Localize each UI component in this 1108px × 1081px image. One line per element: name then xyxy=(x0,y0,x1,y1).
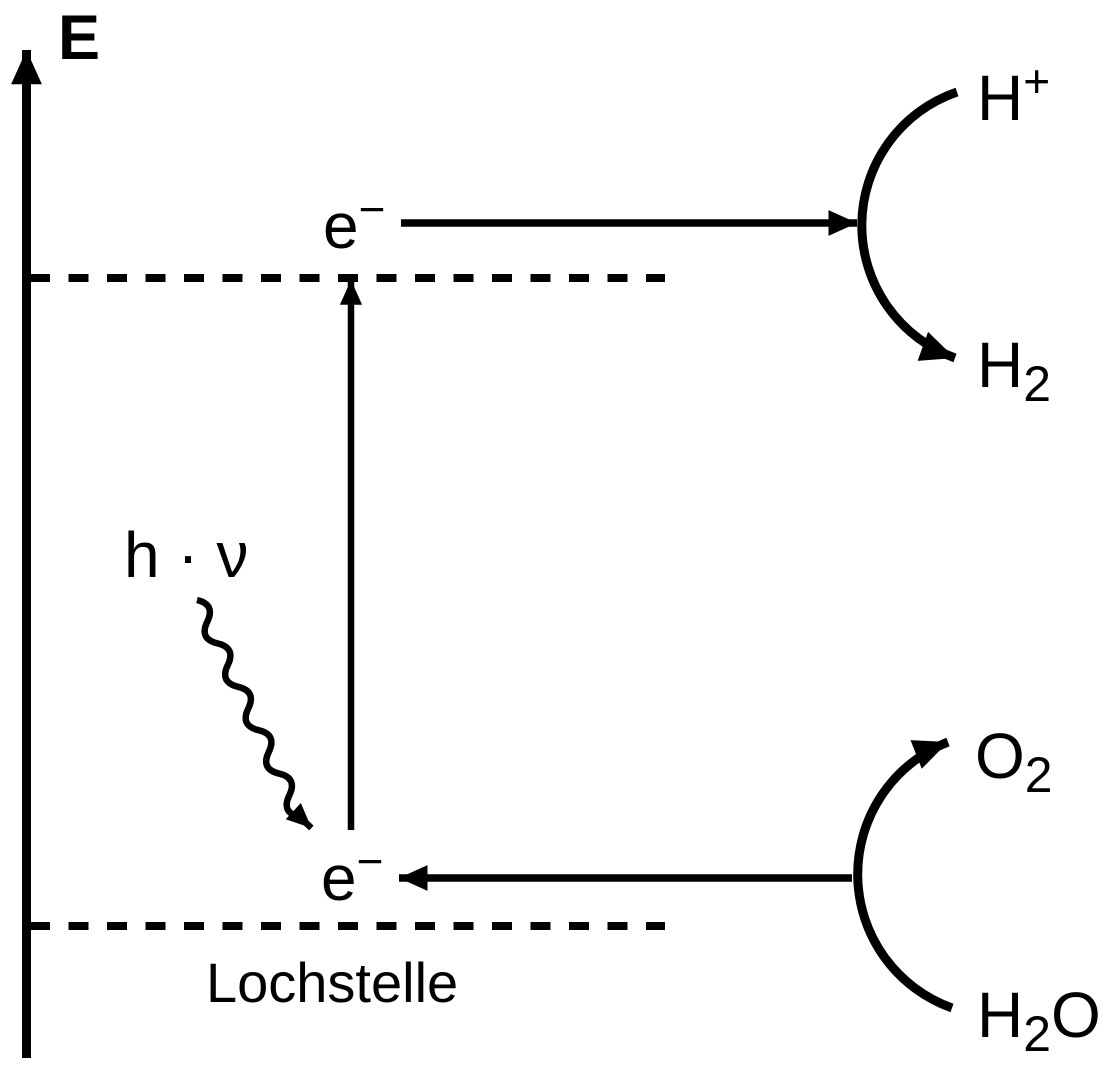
energy-axis-label: E xyxy=(58,7,100,70)
conduction-electron-label: e− xyxy=(323,186,386,258)
water-h-symbol: H xyxy=(977,979,1024,1051)
proton-symbol: H xyxy=(977,62,1024,134)
valence-electron-label: e− xyxy=(321,838,384,910)
photon-label: h · ν xyxy=(124,523,248,587)
water-label: H2O xyxy=(977,983,1101,1059)
electron-symbol: e xyxy=(321,842,357,914)
electron-charge-sup: − xyxy=(356,834,384,887)
hole-label-text: Lochstelle xyxy=(206,951,459,1014)
electron-charge-sup: − xyxy=(358,182,386,235)
photon-wavy-path xyxy=(196,596,314,831)
oxygen-symbol: O xyxy=(975,720,1025,792)
proton-label: H+ xyxy=(977,58,1050,130)
photon-wavy-arrow xyxy=(196,596,314,831)
energy-axis-label-text: E xyxy=(58,3,101,73)
oxygen-label: O2 xyxy=(975,724,1053,800)
reduction-reaction-arc xyxy=(857,87,959,363)
proton-charge-sup: + xyxy=(1023,54,1051,107)
water-subscript: 2 xyxy=(1023,1005,1051,1062)
hole-label: Lochstelle xyxy=(206,955,458,1011)
hydrogen-symbol: H xyxy=(977,329,1024,401)
photon-label-text: h · ν xyxy=(124,519,249,591)
electron-symbol: e xyxy=(323,190,359,262)
hydrogen-label: H2 xyxy=(977,333,1051,409)
oxidation-reaction-arc xyxy=(853,737,954,1013)
oxygen-subscript: 2 xyxy=(1024,746,1053,803)
hydrogen-subscript: 2 xyxy=(1023,355,1051,412)
water-o-symbol: O xyxy=(1050,979,1101,1051)
